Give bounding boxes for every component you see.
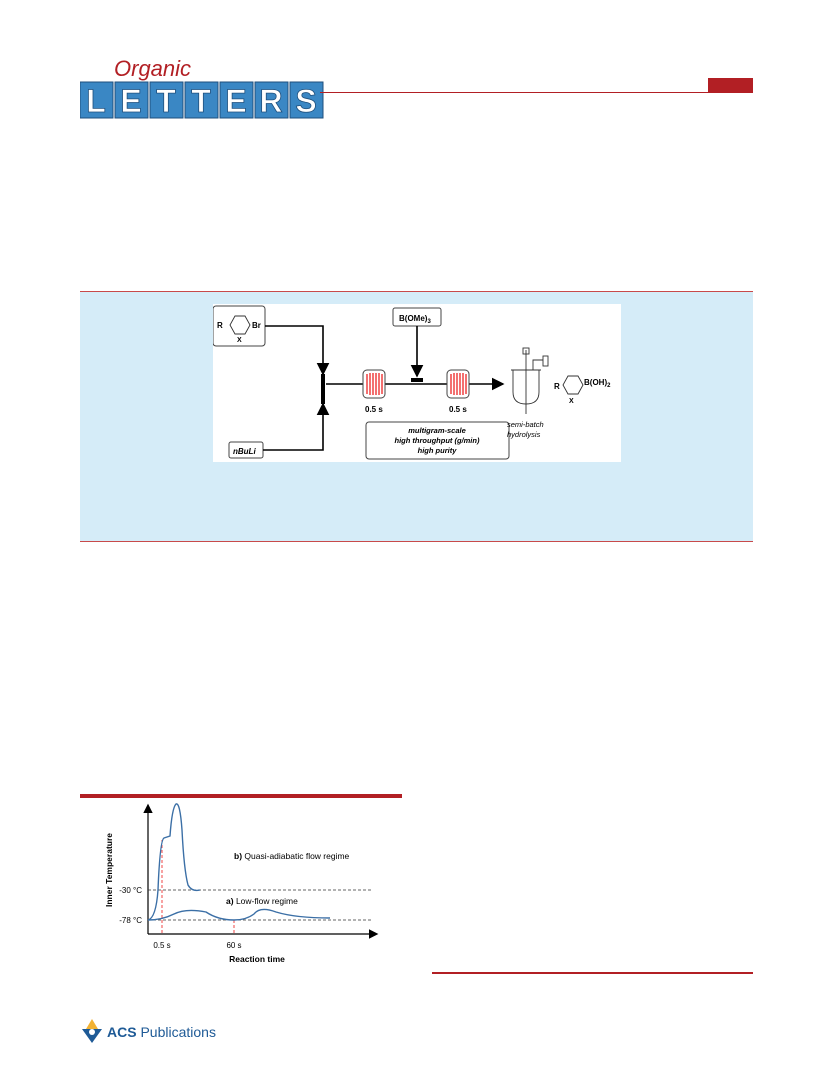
journal-masthead: Organic L E T T E R S xyxy=(80,56,324,119)
nbuli-box: nBuLi xyxy=(228,441,264,459)
reactor-coil-2-icon xyxy=(446,369,470,399)
column-rule xyxy=(432,972,753,974)
series-b-label: b) Quasi-adiabatic flow regime xyxy=(234,851,350,861)
adiabatic-curve xyxy=(147,803,201,921)
t-mixer-1 xyxy=(321,374,325,404)
t-mixer-2 xyxy=(411,378,423,382)
journal-name-script: Organic xyxy=(114,56,191,81)
y-axis-label: Inner Temperature xyxy=(104,833,114,907)
substituent-r: R xyxy=(217,321,223,330)
feature-item: multigram-scale xyxy=(408,426,466,435)
x-axis-label: Reaction time xyxy=(229,954,285,964)
journal-letter: L xyxy=(86,83,106,119)
header-tab xyxy=(708,78,753,92)
nbuli-label: nBuLi xyxy=(233,447,256,456)
journal-letter: E xyxy=(225,83,246,119)
reactor-coil-1-icon xyxy=(362,369,386,399)
low-flow-curve xyxy=(147,908,331,921)
journal-letter: S xyxy=(295,83,316,119)
journal-letter-tiles xyxy=(80,81,324,119)
flow-lines xyxy=(263,325,505,451)
residence-time-2: 0.5 s xyxy=(449,405,467,414)
aryl-bromide-box: R Br X xyxy=(213,305,266,347)
feature-item: high throughput (g/min) xyxy=(395,436,480,445)
header-rule xyxy=(320,92,753,93)
journal-letter: R xyxy=(259,83,282,119)
hydrolysis-label: semi-batch xyxy=(507,420,544,429)
arene-ring-icon xyxy=(562,375,584,395)
features-box: multigram-scale high throughput (g/min) … xyxy=(365,421,510,460)
substituent-br: Br xyxy=(252,321,261,330)
journal-letter: E xyxy=(120,83,141,119)
trimethyl-borate-box: B(OMe)3 xyxy=(392,307,442,327)
feature-item: high purity xyxy=(418,446,458,455)
publisher-name: ACS Publications xyxy=(107,1024,216,1040)
boronic-acid-label: B(OH)2 xyxy=(584,378,611,389)
heteroatom-x: X xyxy=(569,398,574,405)
boronic-acid-product: R X B(OH)2 xyxy=(554,375,611,405)
acs-emblem-icon xyxy=(82,1019,102,1043)
arene-ring-icon xyxy=(229,315,251,335)
residence-time-1: 0.5 s xyxy=(365,405,383,414)
journal-letter: T xyxy=(191,83,211,119)
acs-publications-logo: ACS Publications xyxy=(82,1019,216,1043)
semi-batch-vessel-icon xyxy=(511,347,549,414)
y-tick-label: -30 °C xyxy=(119,886,142,895)
y-tick-label: -78 °C xyxy=(119,916,142,925)
x-tick-label: 60 s xyxy=(226,941,241,950)
series-a-label: a) Low-flow regime xyxy=(226,896,298,906)
x-tick-label: 0.5 s xyxy=(153,941,170,950)
borate-label: B(OMe)3 xyxy=(399,314,431,325)
heteroatom-x: X xyxy=(237,337,242,344)
temperature-profile-plot: Inner Temperature Reaction time -30 °C -… xyxy=(104,803,379,964)
substituent-r: R xyxy=(554,382,560,391)
reaction-scheme: R Br X nBuLi B(OMe)3 xyxy=(213,304,621,462)
journal-letter: T xyxy=(156,83,176,119)
figure-rule xyxy=(80,794,402,798)
hydrolysis-label: hydrolysis xyxy=(507,430,541,439)
